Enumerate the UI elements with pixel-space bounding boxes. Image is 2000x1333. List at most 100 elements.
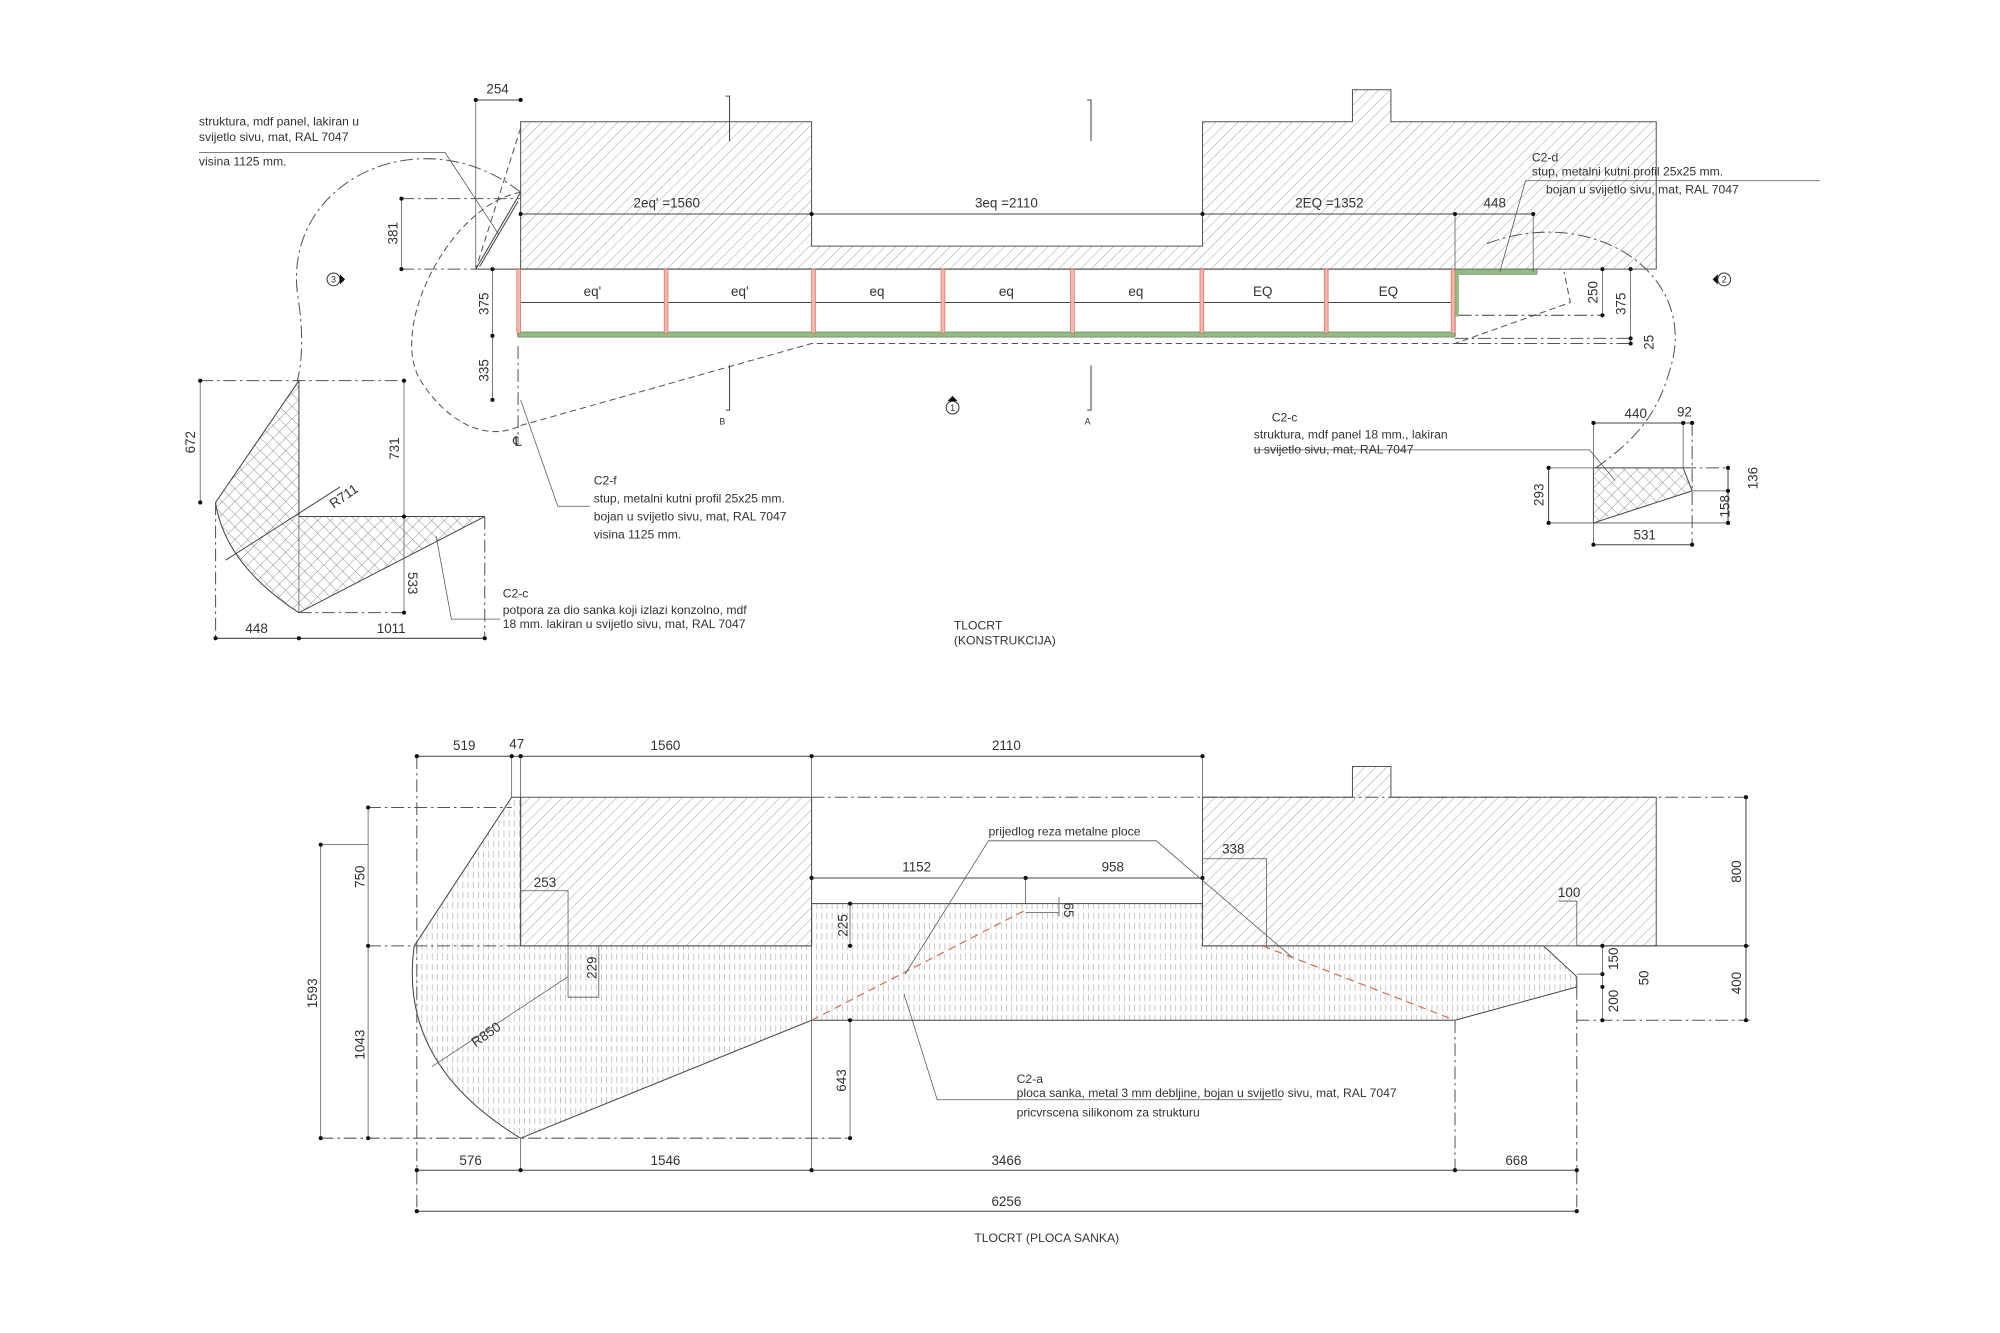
dim-531: 531 [1633,528,1655,543]
note-line: C2-f [594,473,618,487]
view-marker-2[interactable]: 2 [1712,272,1732,287]
arc-outline-right [1486,231,1676,469]
bay-label: eq' [731,284,749,299]
section-label-b: B [719,416,725,426]
counter-front-strip [517,331,1456,338]
dim-750: 750 [352,865,367,887]
wall-left [520,89,1657,270]
dim-1011: 1011 [377,621,406,636]
leader-lines-bottom [903,840,1293,1101]
dim-1546: 1546 [651,1153,681,1168]
dim-229: 229 [584,956,599,978]
dim-1152: 1152 [902,860,931,875]
top-plan: eq' eq' eq eq eq EQ EQ [183,82,1821,648]
dim-338: 338 [1222,842,1244,857]
note-line: visina 1125 mm. [594,527,682,541]
dim-2eq: 2eq' =1560 [634,196,700,211]
note-line: potpora za dio sanka koji izlazi konzoln… [503,603,748,617]
dim-25: 25 [1642,335,1657,350]
bay-label: eq [869,284,884,299]
section-mark-b [725,95,731,411]
marker-label: 2 [1722,275,1727,285]
bay-label: EQ [1253,284,1272,299]
note-line: stup, metalni kutni profil 25x25 mm. [594,491,785,505]
dim-253: 253 [534,875,556,890]
dim-2EQ: 2EQ =1352 [1295,196,1363,211]
note-struktura: struktura, mdf panel, lakiran u svijetlo… [199,115,359,169]
note-line: pricvrscena silikonom za strukturu [1017,1105,1200,1119]
dim-r711: R711 [327,481,361,511]
marker-label: 1 [950,403,955,413]
note-line: C2-c [1272,411,1298,425]
note-line: bojan u svijetlo sivu, mat, RAL 7047 [594,509,787,523]
note-line: bojan u svijetlo sivu, mat, RAL 7047 [1546,183,1739,197]
dim-643: 643 [834,1069,849,1091]
note-c2-f: C2-f stup, metalni kutni profil 25x25 mm… [594,473,787,541]
dim-533: 533 [405,572,420,594]
cut-line-right [1262,945,1456,1021]
dim-375-right: 375 [1613,293,1628,315]
dim-6256: 6256 [991,1194,1021,1209]
return-post-strip [1455,271,1459,317]
marker-label: 3 [331,275,336,285]
note-c2-d: C2-d stup, metalni kutni profil 25x25 mm… [1532,150,1739,196]
view-marker-1[interactable]: 1 [945,396,960,415]
dim-335: 335 [477,359,492,381]
plan-title-bottom: TLOCRT (PLOCA SANKA) [974,1231,1119,1245]
support-detail-right [1546,420,1731,547]
note-line: visina 1125 mm. [199,154,287,168]
note-line: 18 mm. lakiran u svijetlo sivu, mat, RAL… [503,617,746,631]
dim-150: 150 [1606,948,1621,970]
dim-200: 200 [1606,990,1621,1012]
dim-400: 400 [1729,972,1744,994]
dim-800: 800 [1729,860,1744,882]
bottom-plan: 519 47 1560 2110 750 1593 1043 253 229 R… [305,737,1750,1245]
dim-375-left: 375 [477,293,492,315]
dim-92: 92 [1677,405,1692,420]
dim-1560: 1560 [651,738,681,753]
dim-448-b: 448 [245,621,267,636]
dim-225: 225 [835,914,850,936]
dim-672: 672 [183,431,198,453]
note-line: C2-d [1532,150,1558,164]
arc-outline-left [411,191,521,433]
dim-158: 158 [1717,495,1732,517]
dim-250: 250 [1585,281,1600,303]
dim-448: 448 [1484,196,1506,211]
dim-136: 136 [1746,467,1761,489]
dim-100: 100 [1558,885,1580,900]
note-line: svijetlo sivu, mat, RAL 7047 [199,130,349,144]
note-c2-c-left: C2-c potpora za dio sanka koji izlazi ko… [503,586,748,631]
note-line: u svijetlo sivu, mat, RAL 7047 [1254,443,1414,457]
return-strip [1454,268,1538,275]
dim-50: 50 [1637,970,1652,985]
view-marker-3[interactable]: 3 [326,272,346,287]
note-line: struktura, mdf panel 18 mm., lakiran [1254,427,1448,441]
dim-1593: 1593 [305,978,320,1008]
dim-3eq: 3eq =2110 [975,196,1038,211]
support-detail-left [198,378,487,641]
dim-254: 254 [486,82,509,97]
dim-2110: 2110 [992,738,1021,753]
note-line: struktura, mdf panel, lakiran u [199,115,359,129]
note-c2-a: C2-a ploca sanka, metal 3 mm debljine, b… [1017,1072,1397,1119]
bay-label: eq [1128,284,1143,299]
posts [516,268,1456,334]
dim-958: 958 [1102,860,1124,875]
plan-title-top: TLOCRT [954,618,1003,632]
note-line: stup, metalni kutni profil 25x25 mm. [1532,165,1723,179]
dim-440: 440 [1625,406,1647,421]
section-mark-a [1087,99,1092,411]
shelf-triangle [474,192,522,270]
dim-731: 731 [387,437,402,459]
note-line: C2-a [1017,1072,1044,1086]
bay-label: eq' [584,284,602,299]
dim-668: 668 [1505,1153,1527,1168]
bay-label: eq [999,284,1014,299]
dim-576: 576 [459,1153,481,1168]
note-c2-c-right: C2-c struktura, mdf panel 18 mm., lakira… [1254,411,1448,457]
dim-3466: 3466 [991,1153,1021,1168]
centerline-symbol: ℄ [512,434,522,449]
note-line: C2-c [503,586,529,600]
note-line: ploca sanka, metal 3 mm debljine, bojan … [1017,1086,1397,1100]
